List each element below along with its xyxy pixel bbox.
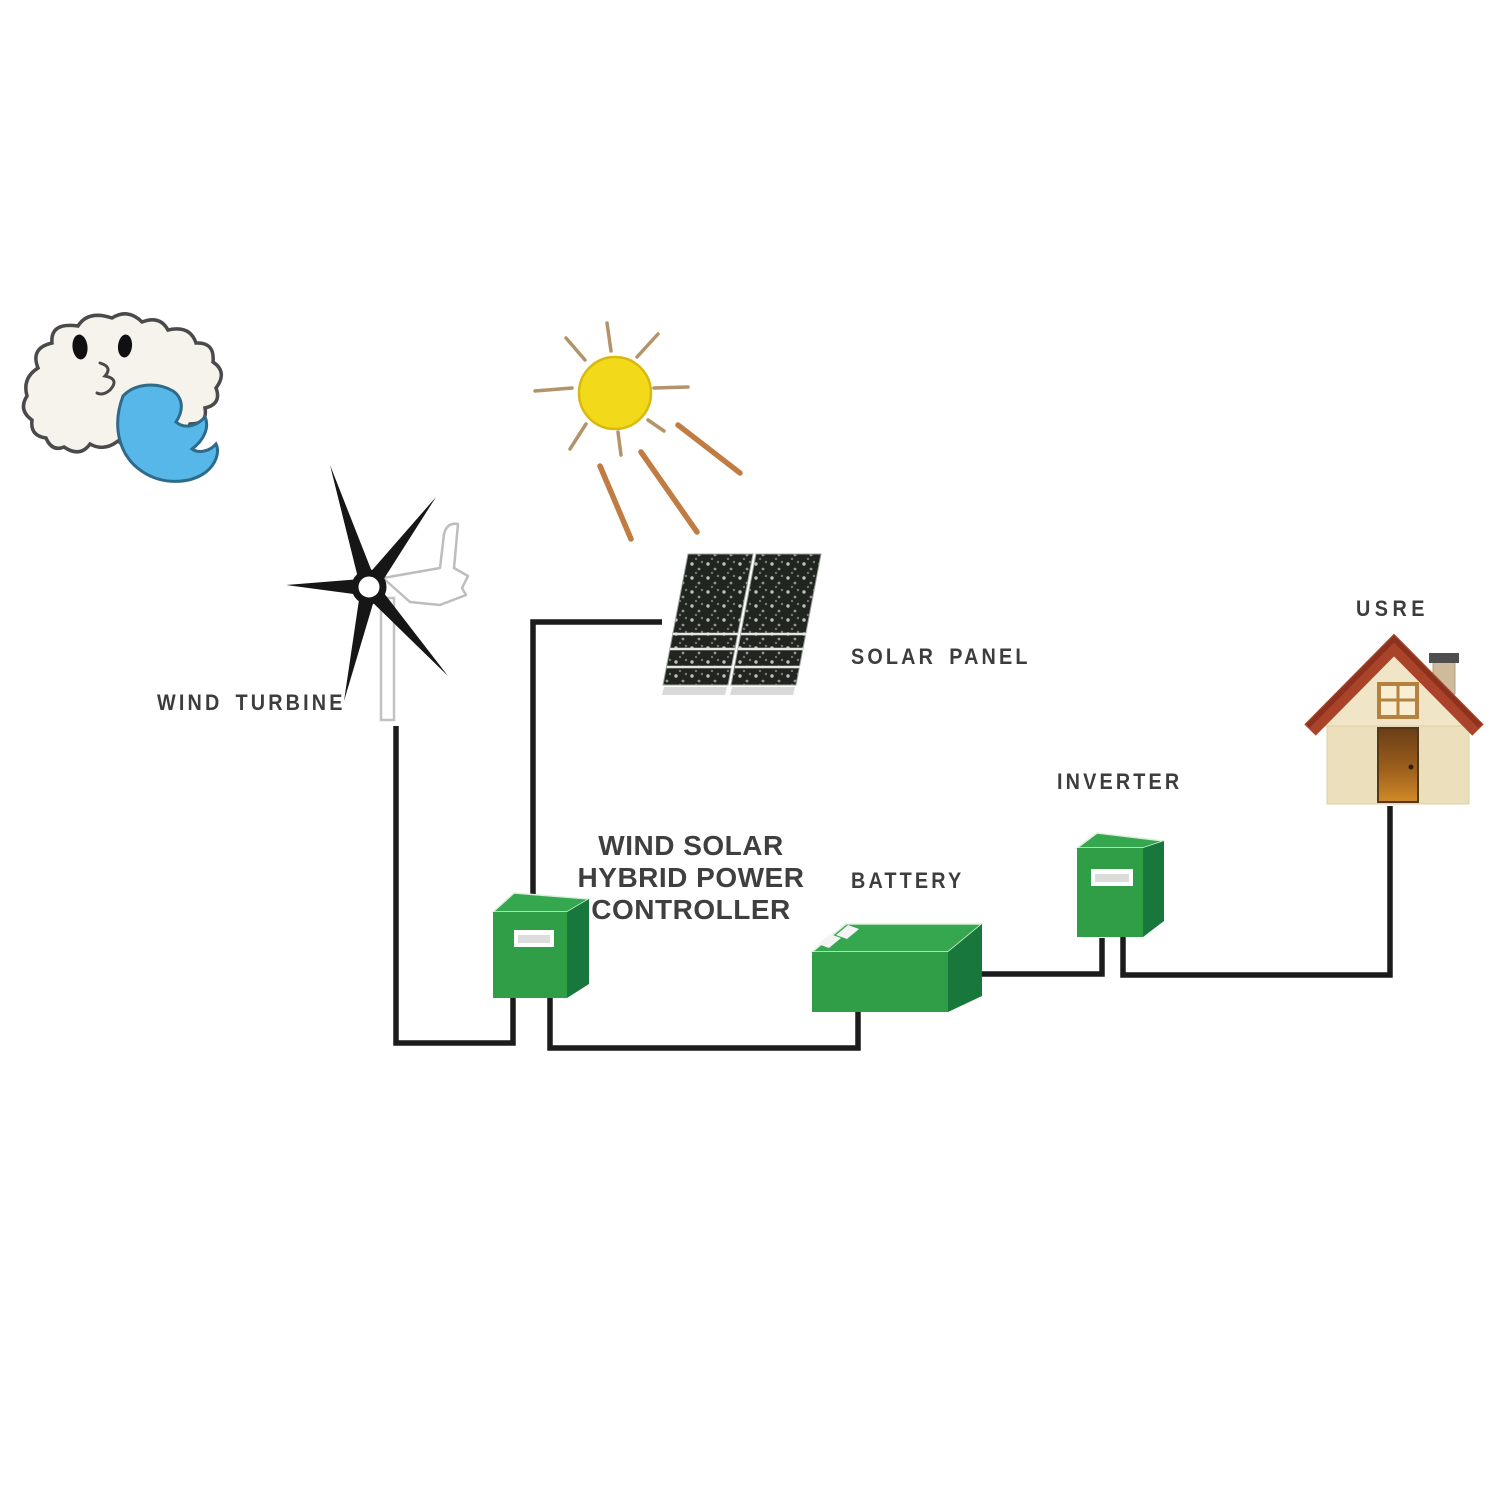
wind-turbine-icon	[286, 465, 470, 722]
turbine-hub	[351, 569, 387, 605]
inverter-box	[1074, 832, 1165, 937]
cloud-icon	[21, 312, 223, 483]
label-controller-line2: HYBRID POWER	[577, 862, 805, 893]
sun-icon	[533, 321, 743, 542]
sun-long-rays	[597, 422, 743, 542]
turbine-blades	[286, 465, 448, 701]
battery-box	[809, 923, 985, 1012]
wire-controller-to-battery	[547, 996, 861, 1051]
turbine-tail-fin	[381, 522, 470, 607]
wire-battery-to-inverter	[962, 938, 1105, 977]
house-roof	[1304, 633, 1484, 736]
house-roof-ridge	[1306, 635, 1482, 728]
wire-inverter-to-house	[1120, 806, 1393, 978]
label-wind-turbine: WIND TURBINE	[157, 690, 346, 715]
cloud-eye-right	[117, 334, 133, 358]
solar-panel-right	[730, 553, 822, 686]
battery-terminal	[836, 925, 859, 939]
house-door-handle	[1408, 764, 1414, 770]
solar-panel-left	[662, 553, 754, 686]
wind-gust-icon	[116, 383, 220, 483]
label-solar-panel: SOLAR PANEL	[851, 644, 1031, 669]
label-inverter: INVERTER	[1057, 769, 1183, 794]
house-icon	[1304, 633, 1484, 805]
battery-terminal	[818, 934, 841, 948]
house-chimney-cap	[1429, 653, 1459, 663]
wires	[393, 619, 1393, 1051]
cloud-eye-left	[72, 334, 88, 360]
label-controller: WIND SOLAR HYBRID POWER CONTROLLER	[560, 830, 822, 926]
controller-box	[491, 892, 592, 998]
sun-disc	[577, 355, 653, 431]
wire-solarpanel-to-controller	[530, 619, 662, 903]
label-battery: BATTERY	[851, 868, 965, 893]
label-user: USRE	[1356, 596, 1430, 621]
label-controller-line3: CONTROLLER	[591, 894, 791, 925]
wire-turbine-to-controller	[393, 726, 516, 1046]
cloud-mouth	[95, 361, 116, 396]
label-controller-line1: WIND SOLAR	[598, 830, 784, 861]
solar-panel-icon	[662, 553, 822, 695]
